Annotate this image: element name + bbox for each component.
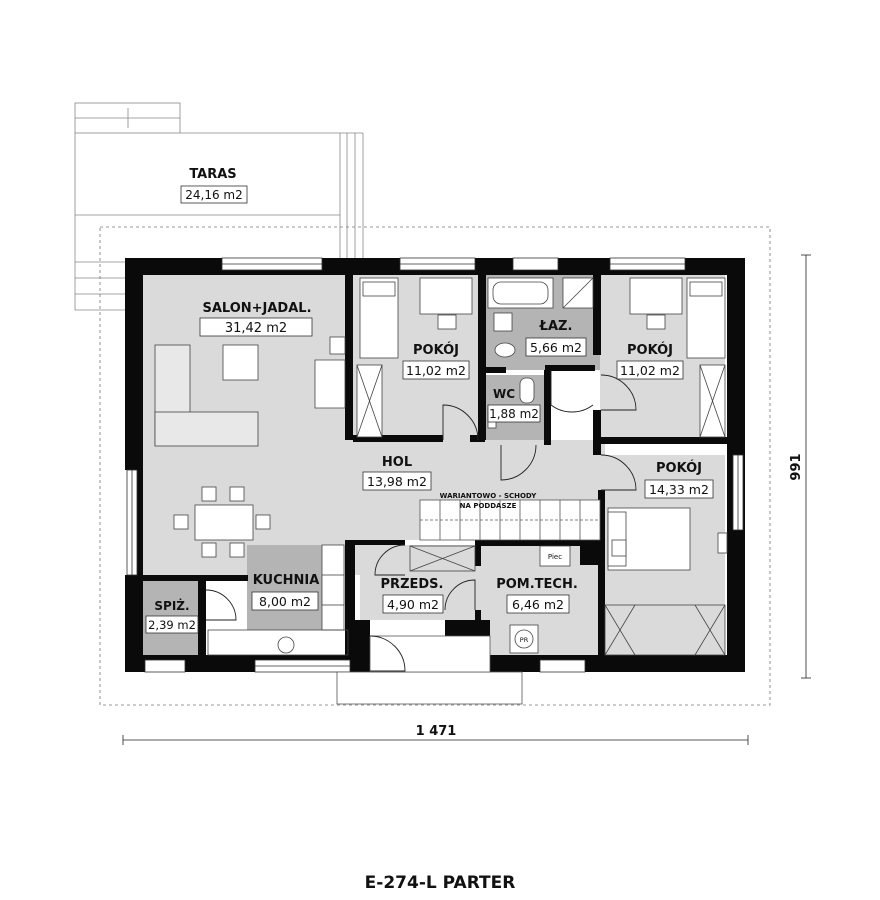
label-pomtech: POM.TECH. bbox=[496, 577, 578, 592]
dimension-width: 1 471 bbox=[416, 724, 457, 739]
area-lazienka: 5,66 m2 bbox=[530, 340, 582, 355]
area-pokoj2: 11,02 m2 bbox=[620, 363, 680, 378]
area-salon: 31,42 m2 bbox=[225, 321, 287, 336]
area-spizarnia: 2,39 m2 bbox=[148, 618, 196, 632]
stove-label: Piec bbox=[548, 553, 562, 561]
stairs-note-line2: NA PODDASZE bbox=[460, 502, 517, 510]
area-wc: 1,88 m2 bbox=[489, 407, 539, 421]
label-taras: TARAS bbox=[189, 167, 236, 182]
terrace bbox=[74, 102, 364, 311]
label-przedsionek: PRZEDS. bbox=[381, 577, 444, 592]
label-wc: WC bbox=[493, 387, 515, 401]
dimension-lines bbox=[122, 254, 811, 745]
label-pokoj2: POKÓJ bbox=[627, 342, 673, 358]
entrance-steps bbox=[336, 635, 523, 705]
area-taras: 24,16 m2 bbox=[185, 188, 243, 202]
pr-label: PR bbox=[520, 636, 529, 644]
area-hol: 13,98 m2 bbox=[367, 474, 427, 489]
label-kuchnia: KUCHNIA bbox=[253, 573, 320, 588]
area-pomtech: 6,46 m2 bbox=[512, 597, 564, 612]
walls bbox=[125, 258, 745, 672]
stairs-note-line1: WARIANTOWO - SCHODY bbox=[440, 492, 538, 500]
label-lazienka: ŁAZ. bbox=[539, 319, 573, 334]
label-pokoj3: POKÓJ bbox=[656, 460, 702, 476]
label-hol: HOL bbox=[382, 455, 412, 470]
doors bbox=[205, 370, 637, 672]
room-labels: TARAS 24,16 m2 SALON+JADAL. 31,42 m2 POK… bbox=[145, 167, 804, 893]
area-kuchnia: 8,00 m2 bbox=[259, 594, 311, 609]
label-spizarnia: SPIŻ. bbox=[154, 598, 189, 613]
area-pokoj3: 14,33 m2 bbox=[649, 482, 709, 497]
label-pokoj1: POKÓJ bbox=[413, 342, 459, 358]
area-przedsionek: 4,90 m2 bbox=[387, 597, 439, 612]
area-pokoj1: 11,02 m2 bbox=[406, 363, 466, 378]
stairs bbox=[419, 499, 601, 541]
windows bbox=[126, 257, 744, 673]
plan-title: E-274-L PARTER bbox=[365, 873, 516, 893]
furniture bbox=[154, 277, 728, 656]
roof-outline bbox=[99, 226, 771, 706]
dimension-depth: 991 bbox=[789, 453, 804, 480]
label-salon: SALON+JADAL. bbox=[202, 301, 311, 316]
